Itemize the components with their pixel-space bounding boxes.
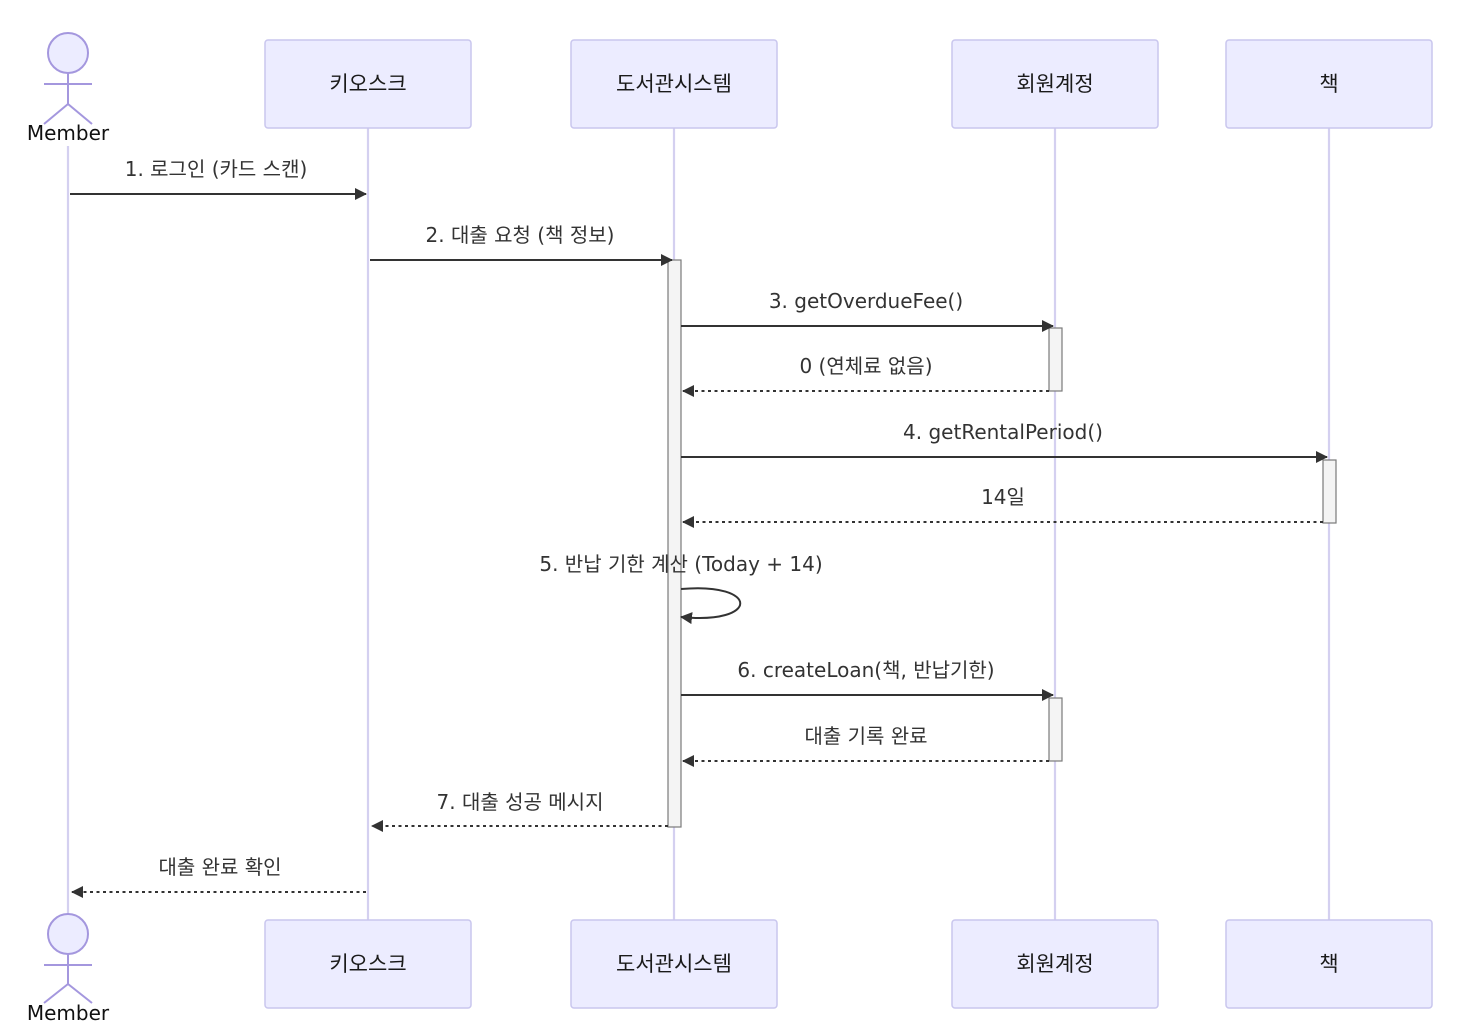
participant-label-kiosk-bottom: 키오스크: [329, 952, 406, 976]
activation-account-1: [1048, 327, 1063, 392]
actor-left-leg: [43, 983, 69, 1004]
message-label-4: 4. getRentalPeriod(): [903, 420, 1103, 444]
activation-account-2: [1048, 697, 1063, 762]
actor-right-leg: [67, 983, 93, 1004]
participant-kiosk-bottom[interactable]: 키오스크: [264, 919, 472, 1009]
message-label-return-6: 대출 기록 완료: [804, 724, 927, 748]
participant-box: [570, 919, 778, 1009]
participant-label-account-top: 회원계정: [1016, 72, 1093, 96]
actor-label-member-top: Member: [27, 121, 110, 145]
participant-box: [264, 39, 472, 129]
participant-label-book-bottom: 책: [1319, 952, 1338, 976]
participant-account-bottom[interactable]: 회원계정: [951, 919, 1159, 1009]
message-7[interactable]: 7. 대출 성공 메시지: [371, 790, 668, 832]
actor-right-leg: [67, 103, 93, 125]
message-label-return-3: 0 (연체료 없음): [799, 354, 932, 378]
participant-box: [951, 39, 1159, 129]
message-2[interactable]: 2. 대출 요청 (책 정보): [370, 223, 673, 266]
activation-library: [667, 259, 682, 828]
participant-label-library-top: 도서관시스템: [616, 72, 732, 96]
actor-member-bottom[interactable]: Member: [27, 913, 110, 1025]
message-label-final: 대출 완료 확인: [158, 855, 281, 879]
participant-box: [570, 39, 778, 129]
message-return-4[interactable]: 14일: [682, 485, 1323, 528]
message-return-3[interactable]: 0 (연체료 없음): [682, 354, 1049, 397]
participant-library-top[interactable]: 도서관시스템: [570, 39, 778, 129]
actor-member-top[interactable]: Member: [27, 32, 110, 145]
participant-book-bottom[interactable]: 책: [1225, 919, 1433, 1009]
messages: 1. 로그인 (카드 스캔) 2. 대출 요청 (책 정보) 3. getOve…: [70, 157, 1328, 898]
activation-book: [1322, 459, 1337, 524]
actor-head-icon: [47, 32, 89, 74]
actor-head-icon: [47, 913, 89, 955]
participant-box: [1225, 919, 1433, 1009]
participant-box: [264, 919, 472, 1009]
message-label-3: 3. getOverdueFee(): [769, 289, 963, 313]
message-return-6[interactable]: 대출 기록 완료: [682, 724, 1049, 767]
message-final[interactable]: 대출 완료 확인: [71, 855, 366, 898]
actor-left-leg: [43, 103, 69, 125]
message-arrow-5: [680, 587, 741, 625]
message-label-6: 6. createLoan(책, 반납기한): [737, 658, 994, 682]
message-label-2: 2. 대출 요청 (책 정보): [426, 223, 615, 247]
participant-book-top[interactable]: 책: [1225, 39, 1433, 129]
message-label-return-4: 14일: [981, 485, 1025, 509]
message-label-1: 1. 로그인 (카드 스캔): [125, 157, 308, 181]
message-label-7: 7. 대출 성공 메시지: [437, 790, 604, 814]
message-3[interactable]: 3. getOverdueFee(): [681, 289, 1054, 332]
participants-bottom: Member 키오스크 도서관시스템 회원계정 책: [27, 913, 1433, 1025]
message-6[interactable]: 6. createLoan(책, 반납기한): [681, 658, 1054, 701]
participant-label-book-top: 책: [1319, 72, 1338, 96]
participant-kiosk-top[interactable]: 키오스크: [264, 39, 472, 129]
message-5-self[interactable]: 5. 반납 기한 계산 (Today + 14): [539, 552, 823, 625]
message-1[interactable]: 1. 로그인 (카드 스캔): [70, 157, 367, 200]
message-label-5: 5. 반납 기한 계산 (Today + 14): [539, 552, 822, 576]
activations: [667, 259, 1337, 828]
participant-box: [1225, 39, 1433, 129]
participant-label-account-bottom: 회원계정: [1016, 952, 1093, 976]
lifelines: [66, 128, 1331, 920]
participant-library-bottom[interactable]: 도서관시스템: [570, 919, 778, 1009]
participant-box: [951, 919, 1159, 1009]
participants-top: Member 키오스크 도서관시스템 회원계정 책: [27, 32, 1433, 145]
message-4[interactable]: 4. getRentalPeriod(): [681, 420, 1328, 463]
actor-label-member-bottom: Member: [27, 1001, 110, 1025]
participant-label-library-bottom: 도서관시스템: [616, 952, 732, 976]
participant-account-top[interactable]: 회원계정: [951, 39, 1159, 129]
participant-label-kiosk-top: 키오스크: [329, 72, 406, 96]
